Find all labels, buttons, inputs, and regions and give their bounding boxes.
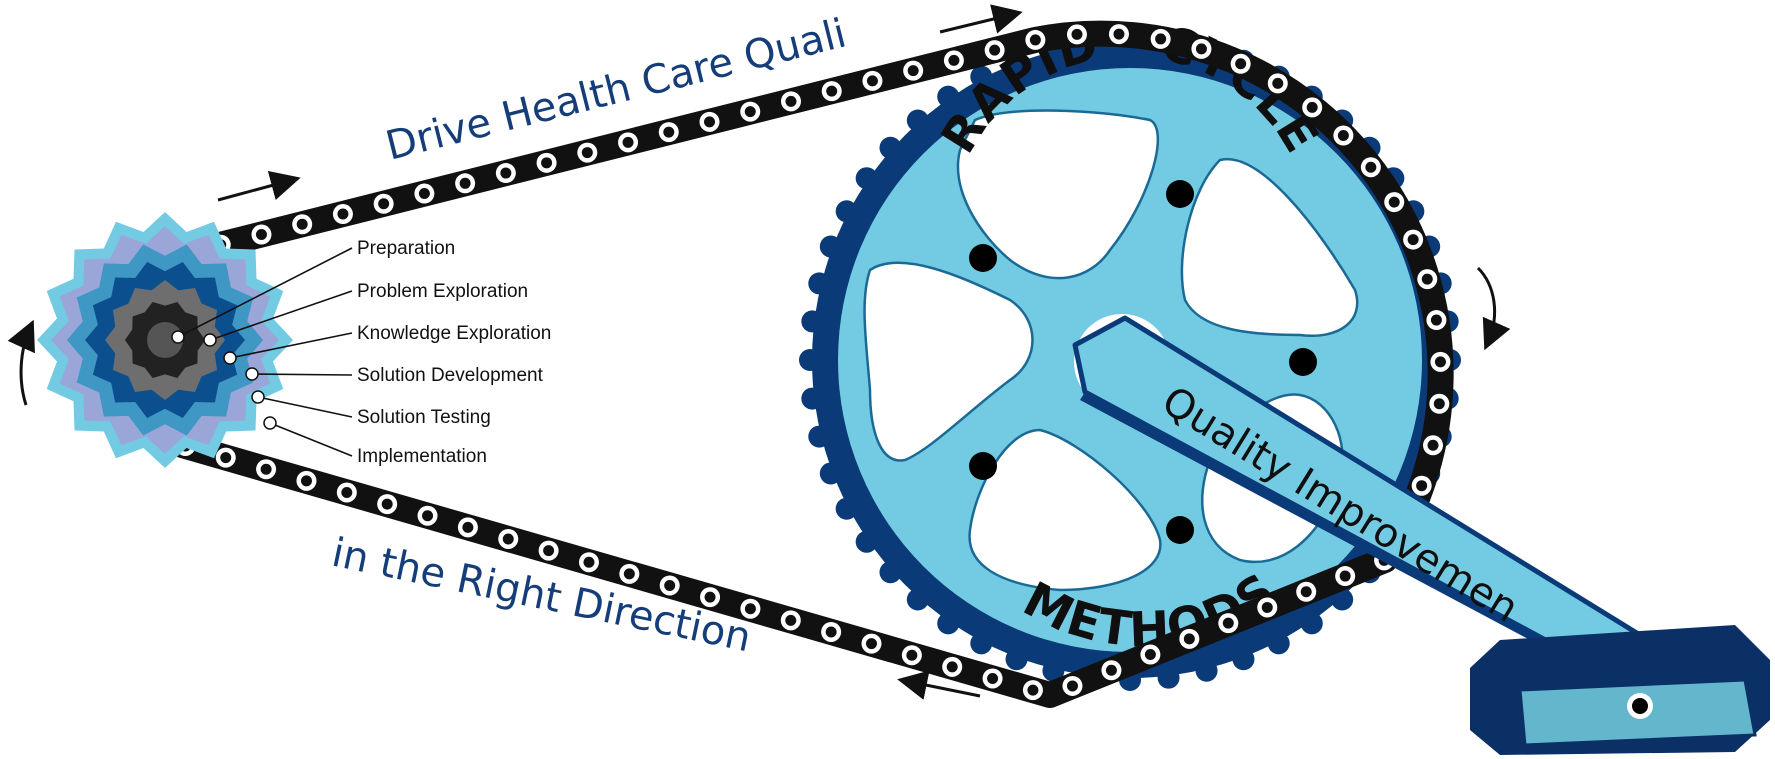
cassette-step-callout: Implementation: [263, 416, 487, 467]
step-marker: [223, 351, 237, 365]
chain-link: [1302, 97, 1323, 118]
chain-link: [377, 494, 398, 515]
chain-link: [740, 598, 761, 619]
arrow-bottom: [897, 670, 981, 700]
step-label: Implementation: [357, 446, 487, 467]
chain-link: [942, 656, 963, 677]
chain-link: [1230, 53, 1251, 74]
rotation-arrows: [7, 4, 1511, 700]
chain-link: [1257, 597, 1278, 618]
step-marker: [203, 333, 217, 347]
chain-link: [332, 204, 353, 225]
chain-link: [336, 482, 357, 503]
chain-link: [1062, 675, 1083, 696]
chain-link: [1411, 475, 1432, 496]
chain-link: [457, 517, 478, 538]
chain-link: [1108, 24, 1129, 45]
chain-link: [1403, 229, 1424, 250]
step-label: Preparation: [357, 238, 455, 259]
chain-link: [982, 668, 1003, 689]
chain-link: [659, 575, 680, 596]
crank-arm-edge: [1080, 392, 1605, 680]
cassette-step-callout: Solution Development: [245, 365, 544, 386]
chain-link: [1140, 644, 1161, 665]
chain-link: [292, 214, 313, 235]
chain-link: [578, 552, 599, 573]
chain-link: [1429, 393, 1450, 414]
cassette-center: [147, 322, 183, 358]
chain-link: [1360, 157, 1381, 178]
chain-link: [414, 183, 435, 204]
arrow-left-curved: [7, 319, 35, 406]
chain-link: [619, 563, 640, 584]
chain-link: [700, 587, 721, 608]
chain-link: [1426, 310, 1447, 331]
chain-link: [1179, 628, 1200, 649]
chain-link: [740, 101, 761, 122]
chain-link: [1296, 581, 1317, 602]
chain-link: [780, 610, 801, 631]
chain-link: [1191, 38, 1212, 59]
chain-link: [536, 152, 557, 173]
chain-link: [1335, 566, 1356, 587]
chain-link: [495, 163, 516, 184]
chain-link: [1022, 680, 1043, 701]
chain-link: [296, 470, 317, 491]
chain-link: [251, 224, 272, 245]
chain-link: [1430, 351, 1451, 372]
chain-link: [455, 173, 476, 194]
chain-link: [1333, 125, 1354, 146]
arrow-top-left: [217, 170, 301, 202]
step-label: Solution Development: [357, 365, 544, 386]
chain-link: [1267, 73, 1288, 94]
chain-link: [821, 621, 842, 642]
chain-link: [901, 645, 922, 666]
chain-link: [861, 633, 882, 654]
step-label: Knowledge Exploration: [357, 323, 551, 344]
chain-link: [577, 142, 598, 163]
cassette-step-callout: Knowledge Exploration: [223, 323, 551, 365]
chain-link: [943, 50, 964, 71]
cassette-step-callout: Problem Exploration: [203, 281, 528, 347]
chain-link: [1423, 435, 1444, 456]
arrow-top-right: [939, 4, 1023, 34]
step-label: Problem Exploration: [357, 281, 528, 302]
chain-link: [1218, 613, 1239, 634]
chain-link: [658, 122, 679, 143]
step-marker: [251, 390, 265, 404]
step-marker: [171, 330, 185, 344]
step-label: Solution Testing: [357, 407, 491, 428]
cassette-step-callout: Solution Testing: [251, 390, 491, 428]
chain-link: [215, 447, 236, 468]
headline-top: Drive Health Care Quality: [0, 0, 851, 170]
chain-link: [1101, 660, 1122, 681]
chain-link: [498, 528, 519, 549]
step-marker: [245, 367, 259, 381]
chain-link: [538, 540, 559, 561]
chain-link: [373, 193, 394, 214]
chain-link: [1384, 192, 1405, 213]
chain-link: [618, 132, 639, 153]
chain-link: [1150, 28, 1171, 49]
arrow-right-curved: [1476, 266, 1511, 351]
pedal: [1470, 625, 1770, 755]
chain-link: [1417, 269, 1438, 290]
chain-link: [256, 459, 277, 480]
chain-link: [1066, 24, 1087, 45]
cassette-step-callout: Preparation: [171, 238, 455, 344]
sprocket-bolts: [969, 180, 1317, 544]
chain-link: [821, 81, 842, 102]
chain-link: [417, 505, 438, 526]
chain-link: [780, 91, 801, 112]
chain-link: [1025, 29, 1046, 50]
rear-cassette: [37, 212, 293, 468]
step-marker: [263, 416, 277, 430]
chain-link: [699, 111, 720, 132]
chain-link: [862, 70, 883, 91]
chain-link: [984, 40, 1005, 61]
chain-link: [903, 60, 924, 81]
